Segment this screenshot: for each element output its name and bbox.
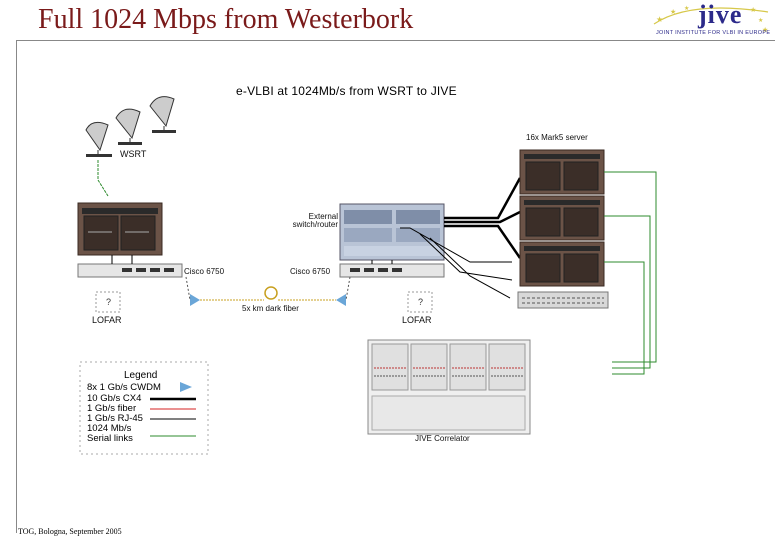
jive-correlator bbox=[367, 339, 531, 435]
legend-item-fiber: 1 Gb/s fiber bbox=[87, 403, 137, 414]
mark5-rack-bottom bbox=[519, 241, 605, 287]
svg-text:★: ★ bbox=[656, 15, 663, 24]
svg-text:?: ? bbox=[418, 297, 423, 307]
svg-text:★: ★ bbox=[762, 26, 768, 34]
slide-title: Full 1024 Mbps from Westerbork bbox=[38, 4, 414, 35]
cisco-right-label: Cisco 6750 bbox=[290, 267, 331, 276]
legend-item-1024: 1024 Mb/s bbox=[87, 423, 132, 434]
wsrt-label: WSRT bbox=[120, 149, 147, 159]
lofar-left-label: LOFAR bbox=[92, 315, 122, 325]
wsrt-rack bbox=[77, 202, 163, 256]
dish-icon bbox=[85, 96, 175, 157]
dark-fiber-label: 5x km dark fiber bbox=[242, 304, 299, 313]
cisco-left-label: Cisco 6750 bbox=[184, 267, 225, 276]
logo-subtitle: JOINT INSTITUTE FOR VLBI IN EUROPE bbox=[656, 30, 771, 36]
legend-item-cx4: 10 Gb/s CX4 bbox=[87, 393, 142, 404]
cisco-right bbox=[339, 263, 445, 278]
svg-text:★: ★ bbox=[758, 17, 763, 24]
footer-text: TOG, Bologna, September 2005 bbox=[18, 527, 122, 536]
diagram-title: e-VLBI at 1024Mb/s from WSRT to JIVE bbox=[236, 84, 457, 98]
svg-text:★: ★ bbox=[670, 8, 676, 16]
legend-box bbox=[79, 361, 209, 455]
legend-item-serial: Serial links bbox=[87, 433, 133, 444]
lofar-right-label: LOFAR bbox=[402, 315, 432, 325]
jive-logo: ★ ★ ★ ★ ★ ★ jive JOINT INSTITUTE FOR VLB… bbox=[650, 0, 771, 40]
svg-text:★: ★ bbox=[684, 5, 689, 12]
serial-panel bbox=[517, 291, 609, 309]
mark5-rack-top bbox=[519, 149, 605, 195]
slide-frame bbox=[16, 40, 775, 533]
legend-item-rj45: 1 Gb/s RJ-45 bbox=[87, 413, 143, 424]
mark5-server-label: 16x Mark5 server bbox=[526, 133, 588, 142]
cisco-left bbox=[77, 263, 183, 278]
svg-text:?: ? bbox=[106, 297, 111, 307]
mark5-rack-mid bbox=[519, 195, 605, 241]
correlator-label: JIVE Correlator bbox=[415, 434, 470, 443]
external-switch-label: External switch/router bbox=[292, 212, 338, 229]
external-switch bbox=[339, 203, 445, 261]
legend-item-cwdm: 8x 1 Gb/s CWDM bbox=[87, 382, 161, 393]
logo-word: jive bbox=[698, 0, 743, 29]
legend-title: Legend bbox=[124, 370, 158, 381]
svg-text:★: ★ bbox=[750, 6, 756, 14]
logo-stars-icon: ★ ★ ★ ★ ★ ★ bbox=[653, 5, 768, 34]
